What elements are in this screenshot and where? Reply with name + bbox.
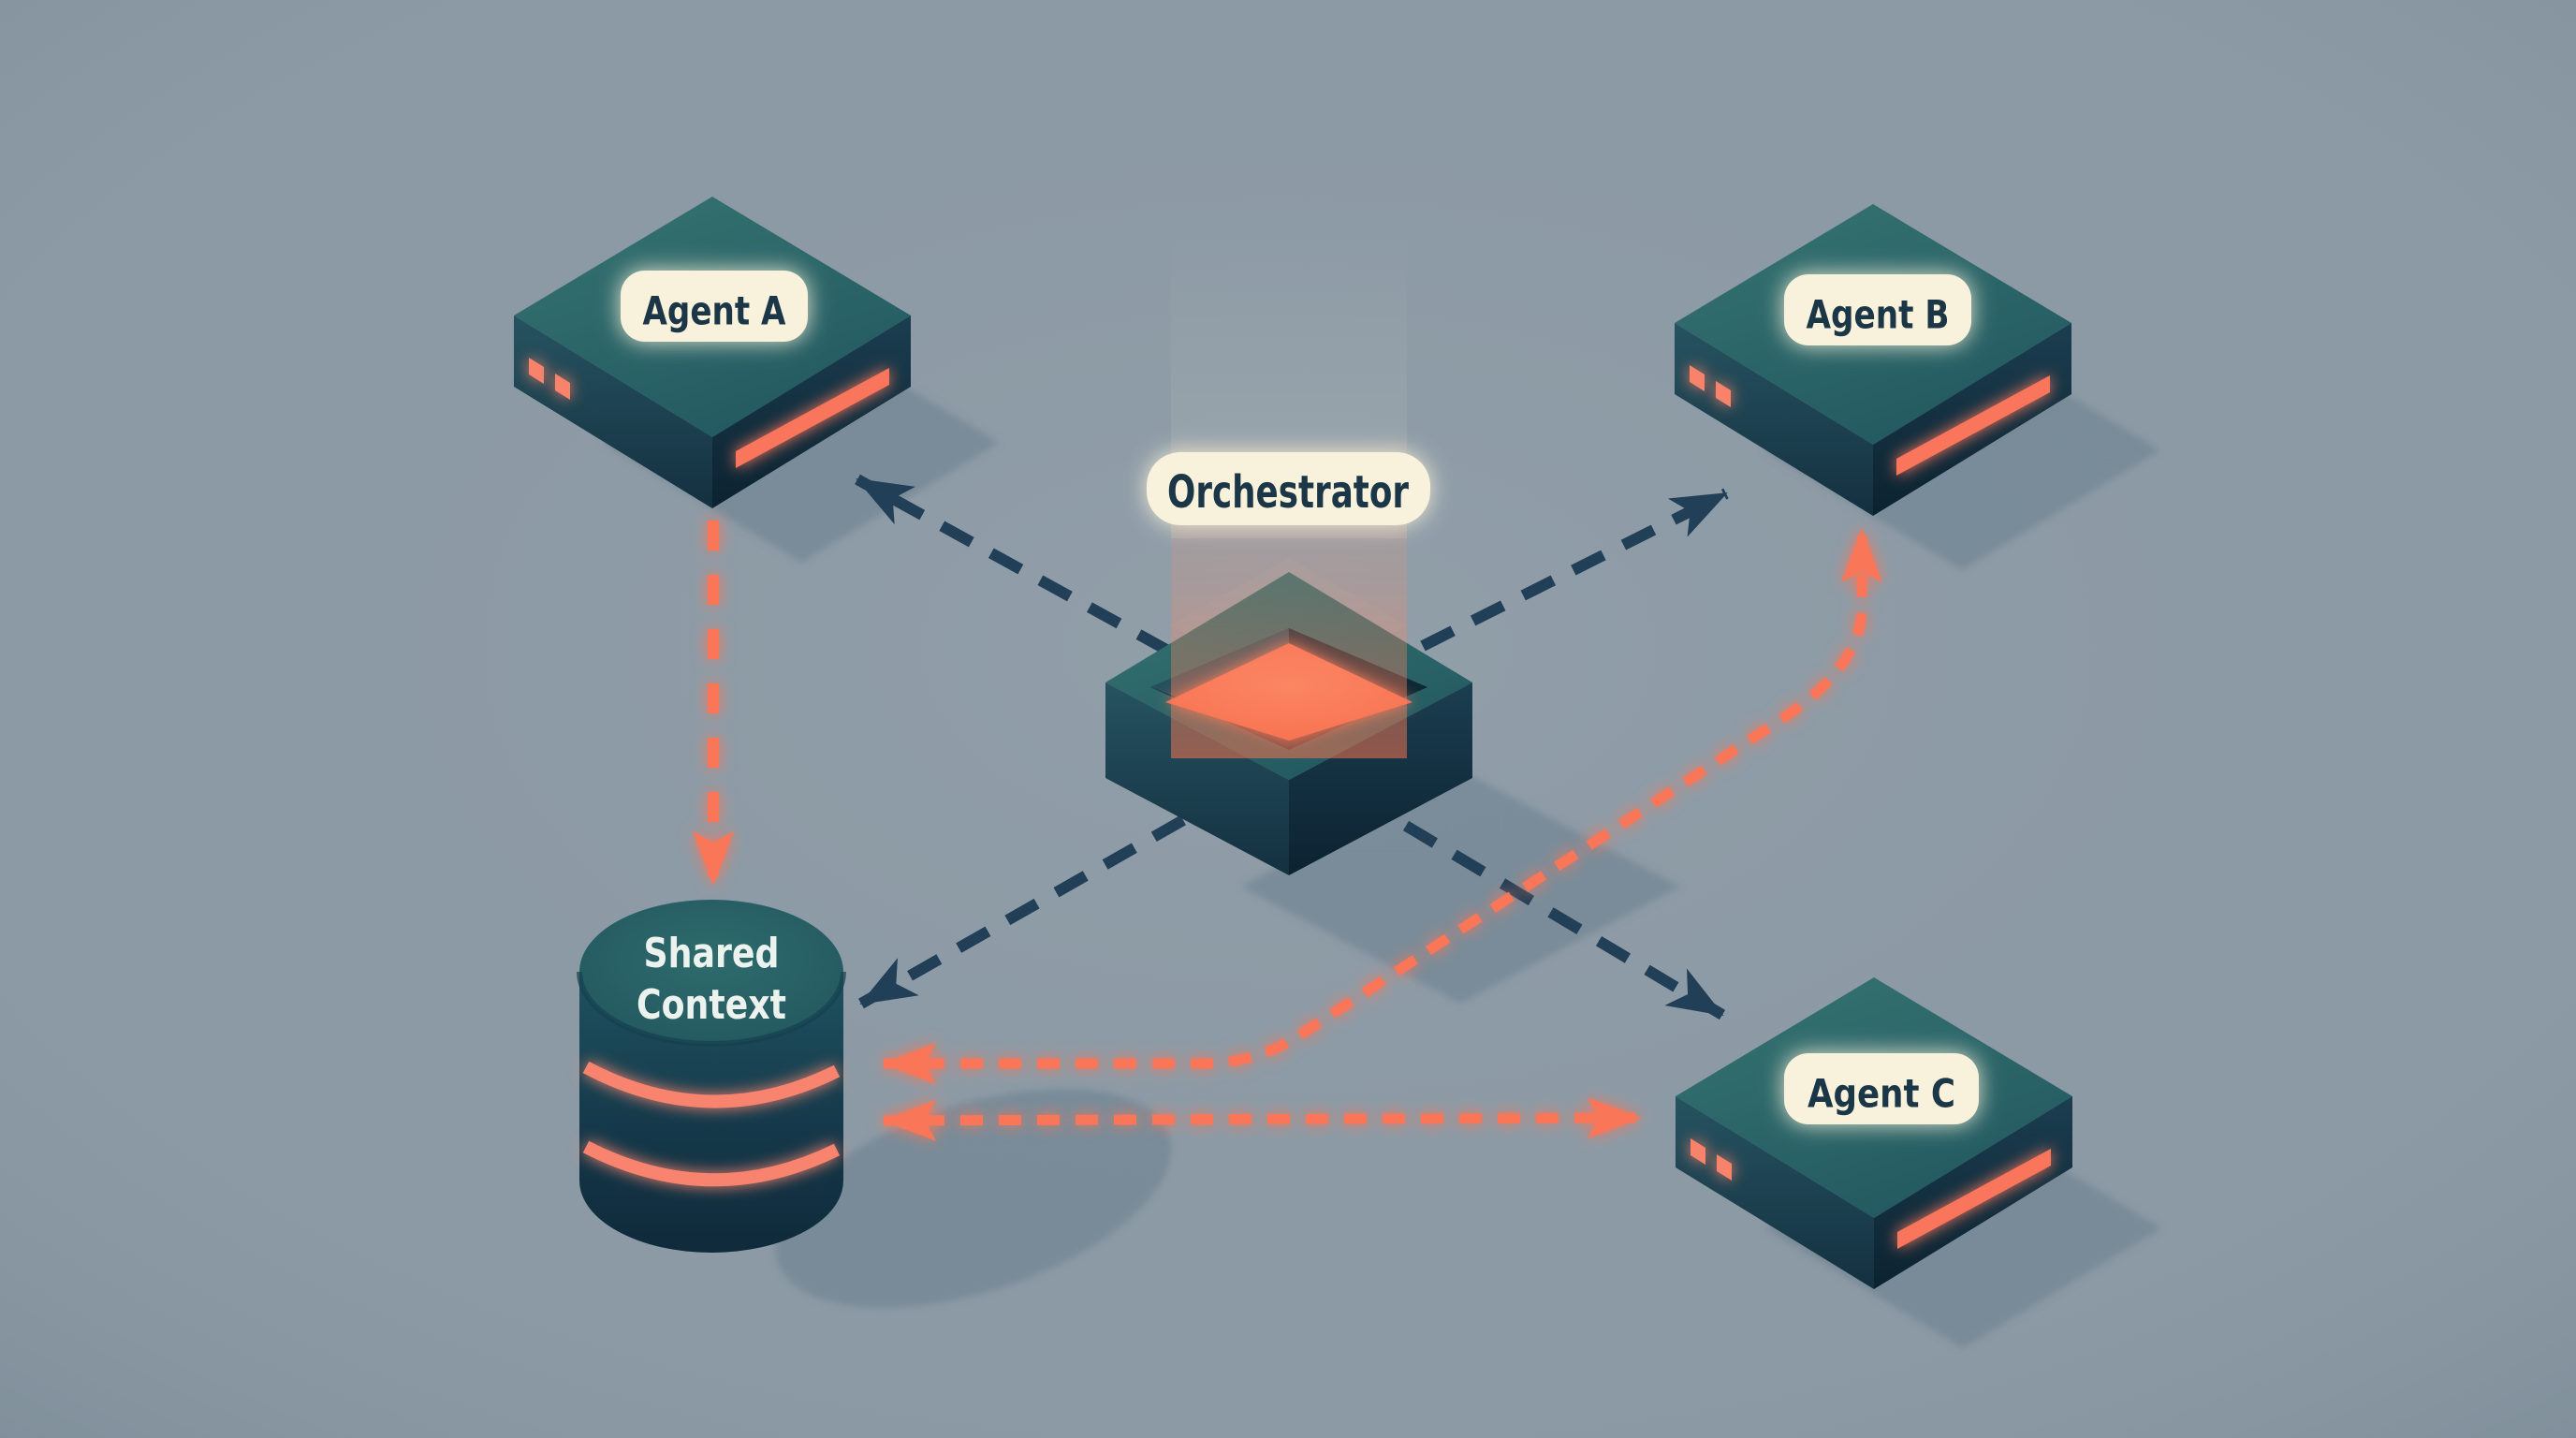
arrow-shared-context-agent-c [882, 1097, 1642, 1141]
database-seam-icon [582, 1061, 841, 1108]
orchestrator-label: Orchestrator [1167, 466, 1409, 519]
orchestrator-label-pill [1147, 452, 1430, 525]
arrow-shared-context-agent-b [882, 528, 1882, 1084]
label-pill [1784, 274, 1971, 345]
database-glow-seams [582, 1061, 841, 1187]
database-top-rim [577, 971, 846, 1047]
database-seam-icon [582, 1140, 841, 1187]
database-body [579, 972, 843, 1253]
shared-context-shadow [775, 1089, 1172, 1308]
agent-a-label-pill [621, 271, 808, 342]
database-top-face [579, 900, 843, 1044]
context-arrows-layer [693, 521, 1882, 1141]
label-pill [1784, 1053, 1979, 1124]
labels-layer: Agent A Agent B Agent C Orchestrator Sha… [621, 271, 1979, 1124]
agent-b-label: Agent B [1807, 292, 1950, 338]
agent-a-label: Agent A [643, 288, 786, 334]
shared-context-label-line2: Context [637, 981, 786, 1029]
label-pill [1147, 452, 1430, 525]
agent-c-label: Agent C [1808, 1071, 1955, 1117]
label-pill [621, 271, 808, 342]
shared-context-label-line1: Shared [644, 930, 780, 977]
shared-context-node [577, 900, 846, 1253]
agent-b-label-pill [1784, 274, 1971, 345]
agent-c-label-pill [1784, 1053, 1979, 1124]
